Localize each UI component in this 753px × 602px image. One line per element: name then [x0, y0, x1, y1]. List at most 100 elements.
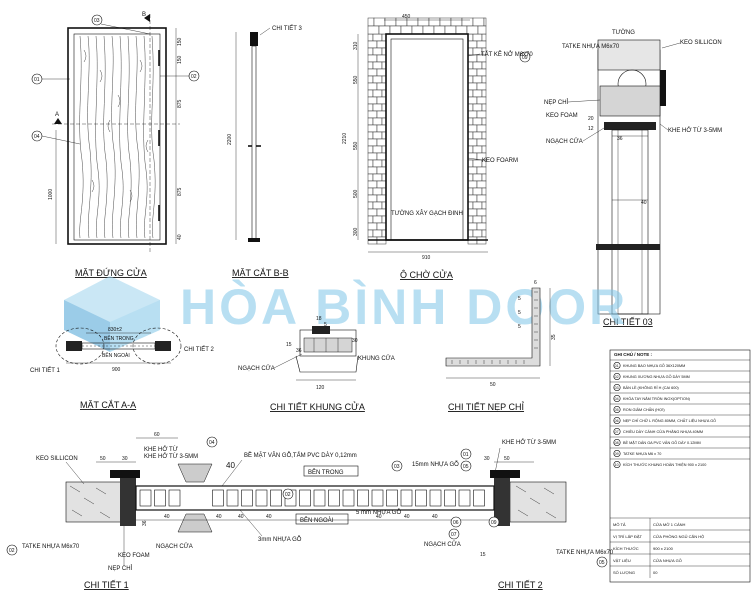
label-ben-ngoai: BÊN NGOÀI	[102, 351, 130, 359]
label-khe-ho-left-1: KHE HỞ TỪ	[144, 446, 178, 453]
detail-3-ref: CHI TIẾT 3	[272, 25, 302, 32]
brick	[472, 33, 483, 42]
brick	[376, 166, 387, 175]
brick	[367, 25, 380, 35]
detail-03: 36 40 20 12 TƯỜNG KEO SILLICON TATKE NHỰ…	[544, 29, 722, 327]
brick	[481, 61, 487, 70]
brick	[481, 229, 487, 238]
svg-text:02: 02	[285, 492, 291, 498]
trim-detail: 50 35 6 5 5 5 CHI TIẾT NẸP CHỈ	[445, 280, 557, 412]
label-khe-ho-right: KHE HỞ TỪ 3-5MM	[502, 439, 556, 446]
brick	[367, 145, 374, 154]
brick	[481, 75, 487, 84]
label-keo-silicon-left: KEO SILLICON	[36, 456, 78, 462]
svg-text:03: 03	[394, 464, 400, 470]
note-text: KÍCH THƯỚC KHUNG HOÀN THIỆN 900 x 2100	[623, 462, 706, 467]
label-keo-foam: KEO FOAM	[546, 113, 578, 119]
brick	[467, 222, 478, 231]
brick	[476, 180, 487, 189]
callout-02: 02	[6, 544, 18, 556]
spec-value: CỬA MỞ 1 CÁNH	[653, 522, 686, 527]
brick	[467, 110, 478, 119]
brick	[367, 159, 374, 168]
callout-03: 03	[391, 460, 403, 472]
brick	[372, 103, 383, 112]
leaf-cell	[226, 489, 239, 507]
section-bb-title: MẶT CẮT B-B	[232, 268, 289, 278]
dim-6: 6	[534, 280, 537, 286]
svg-text:03: 03	[94, 18, 100, 24]
brick	[367, 180, 378, 189]
brick	[372, 201, 383, 210]
brick	[367, 208, 378, 217]
leaf-cell	[139, 489, 152, 507]
brick	[483, 17, 487, 27]
label-khung-cua: KHUNG CỬA	[358, 355, 395, 362]
brick	[372, 173, 383, 182]
brick	[472, 173, 483, 182]
brick	[367, 89, 374, 98]
spec-value: 900 x 2100	[653, 546, 674, 551]
spec-key: SỐ LƯỢNG	[613, 570, 635, 575]
dim-120: 120	[316, 385, 325, 391]
brick	[476, 68, 487, 77]
section-mark-b: B	[142, 12, 146, 18]
leaf-cell	[328, 489, 340, 507]
note-number: 05	[615, 408, 619, 412]
brick	[376, 222, 387, 231]
note-number: 03	[615, 386, 619, 390]
svg-text:09: 09	[522, 55, 528, 61]
dim-450: 450	[402, 14, 411, 20]
brick	[367, 96, 378, 105]
brick	[467, 124, 478, 133]
brick	[472, 89, 483, 98]
leaf-cell	[386, 489, 398, 507]
dim-830: 830±2	[108, 327, 122, 333]
note-text: NẸP CHỈ CHỮ L RỘNG 80MM, CHẤT LIỆU NHỰA …	[623, 418, 716, 423]
leaf-cell	[400, 489, 413, 507]
note-number-badge	[613, 416, 621, 424]
section-aa: 830±2 900 BÊN TRONG BÊN NGOÀI CHI TIẾT 1…	[30, 327, 214, 410]
brick	[476, 208, 487, 217]
brick	[481, 117, 487, 126]
dim-150a: 150	[177, 37, 183, 46]
note-text: KHUNG BAO NHỰA GỖ 36X120MM	[623, 363, 685, 368]
brick	[372, 229, 383, 238]
note-number: 10	[615, 463, 619, 467]
brick	[367, 61, 374, 70]
dim-50: 50	[490, 382, 496, 388]
brick	[481, 131, 487, 140]
note-text: KHUNG XƯƠNG NHỰA GỖ DÀY 5MM	[623, 374, 690, 379]
svg-text:01: 01	[34, 77, 40, 83]
brick	[372, 215, 383, 224]
brick	[476, 194, 487, 203]
brick	[367, 194, 378, 203]
label-chi-tiet-1: CHI TIẾT 1	[30, 367, 60, 374]
brick	[481, 215, 487, 224]
dim-550a: 550	[353, 75, 359, 84]
brick	[376, 96, 387, 105]
brick	[367, 124, 378, 133]
leaf-cell	[299, 489, 311, 507]
dim-50: 50	[100, 456, 106, 462]
brick	[367, 54, 378, 63]
brick	[467, 96, 478, 105]
brick	[372, 145, 383, 154]
dim-60: 60	[154, 432, 160, 438]
leaf-cell	[473, 489, 485, 507]
brick	[433, 25, 446, 35]
dim-35: 35	[551, 334, 557, 340]
leaf-cell	[313, 489, 326, 507]
brick	[472, 131, 483, 140]
notes-header: GHI CHÚ / NOTE :	[614, 351, 653, 357]
dim-30: 30	[122, 456, 128, 462]
callout-04: 04	[31, 130, 81, 145]
brick-wall-pattern	[367, 17, 487, 245]
spec-value: CỬA PHÒNG NGỦ CĂN HỘ	[653, 534, 704, 539]
